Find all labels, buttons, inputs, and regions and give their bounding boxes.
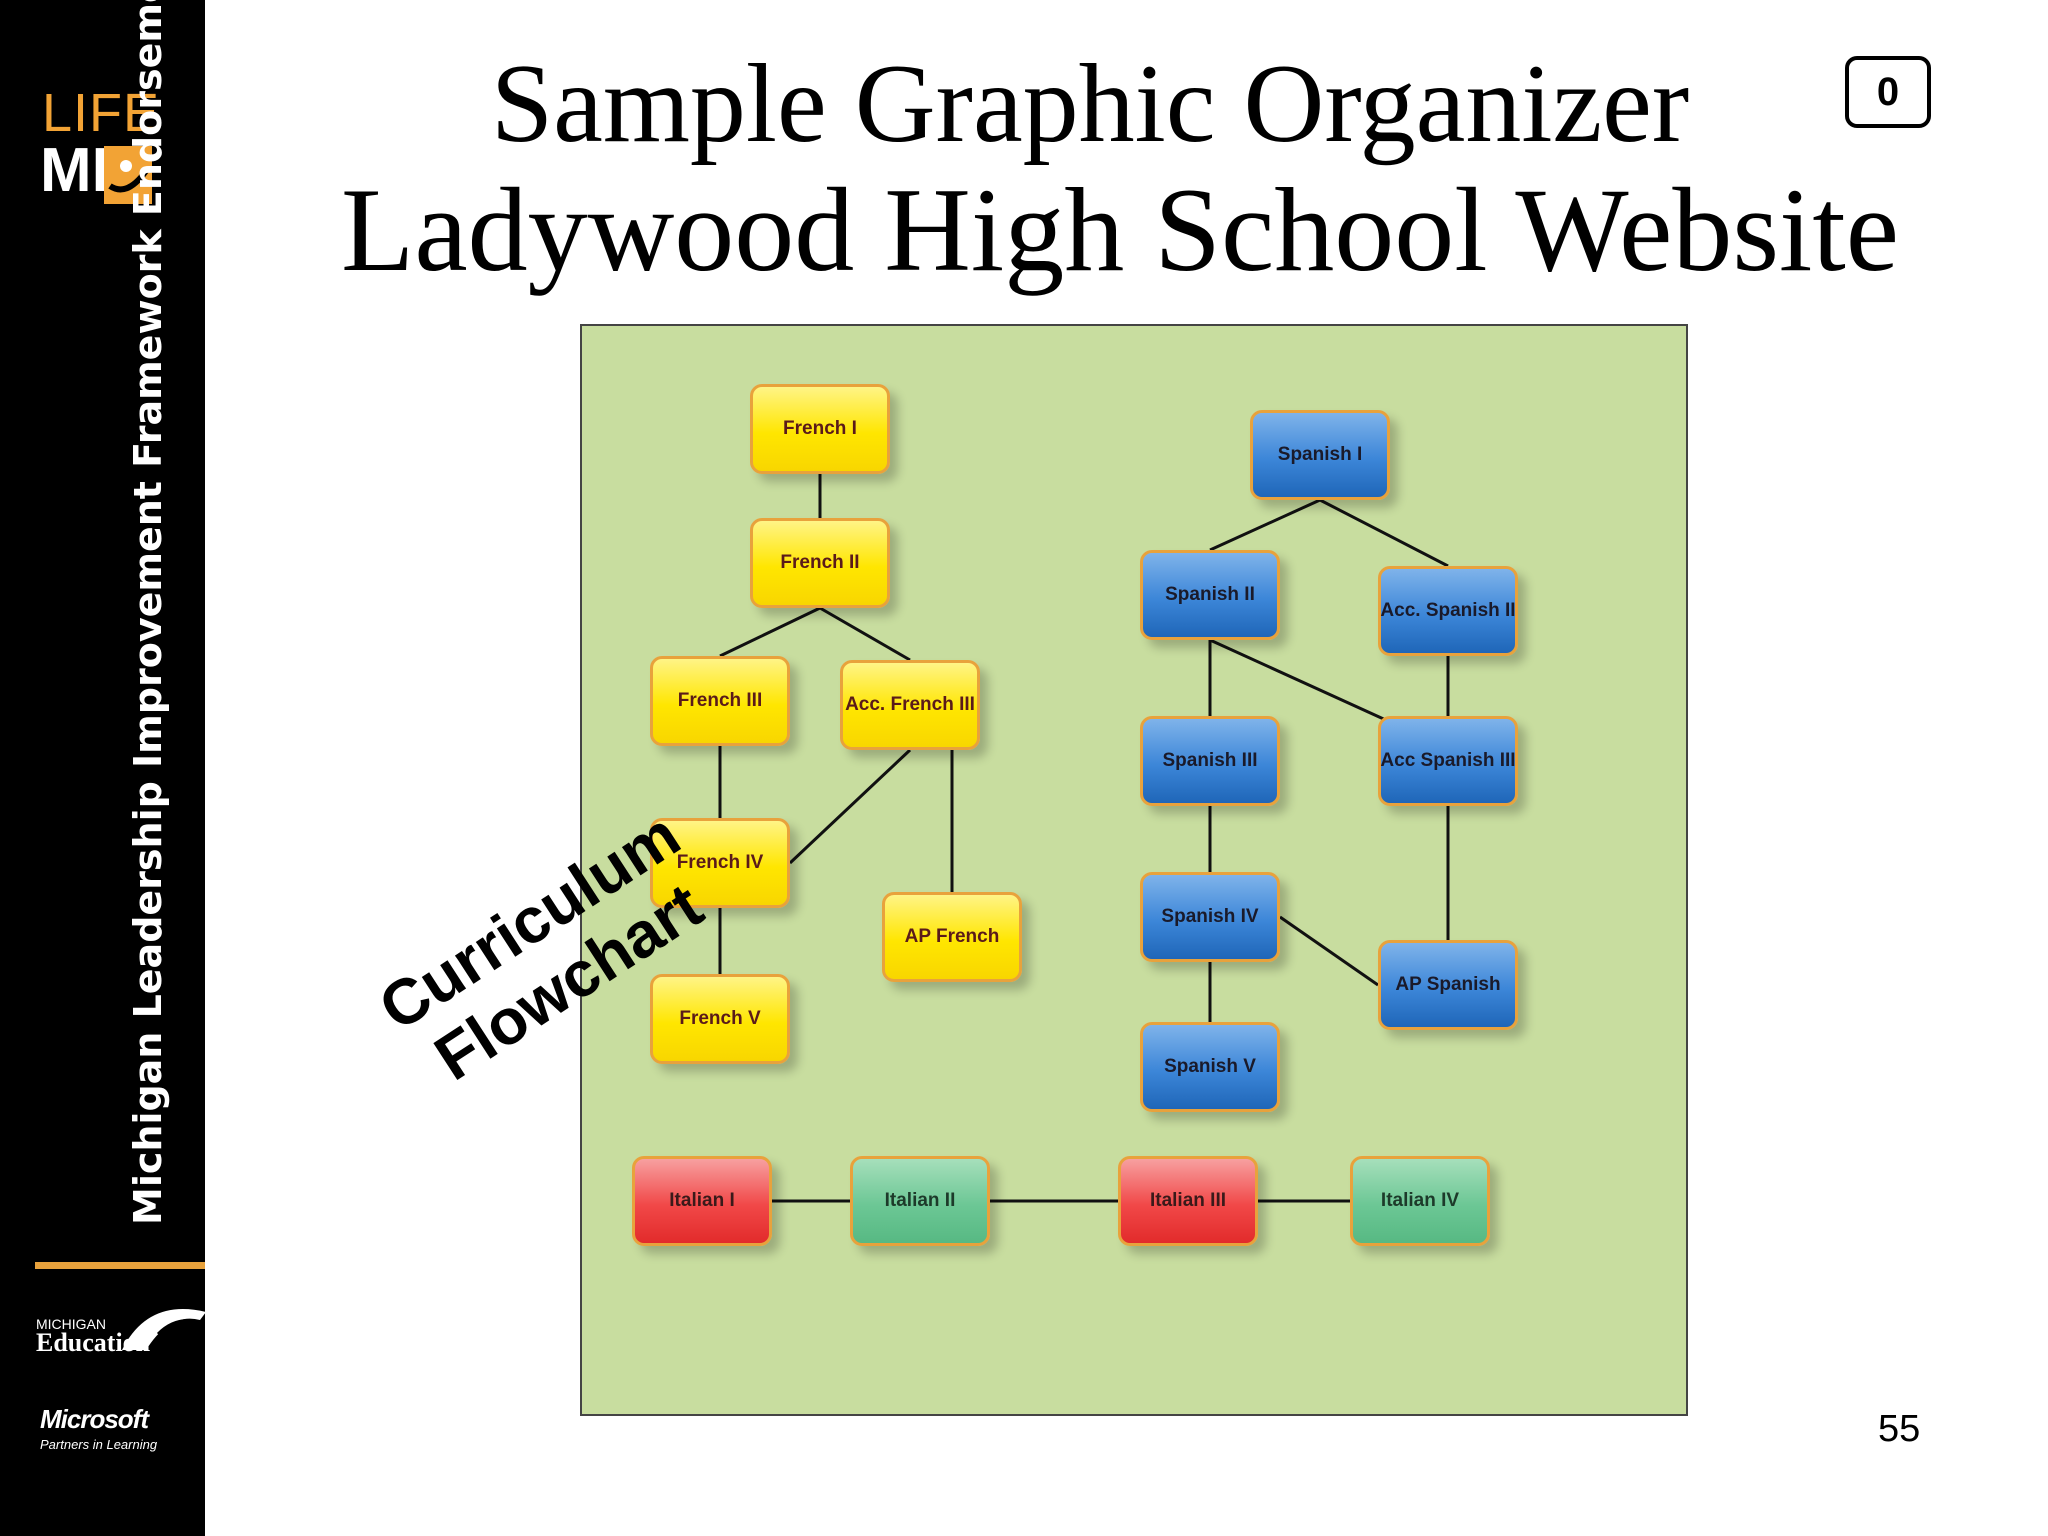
node-italian2: Italian II <box>850 1156 990 1246</box>
node-accspanish3: Acc Spanish III <box>1378 716 1518 806</box>
slide-title-line1: Sample Graphic Organizer <box>490 42 1690 166</box>
page-number: 55 <box>1878 1408 1921 1450</box>
node-french2: French II <box>750 518 890 608</box>
curriculum-flowchart: French I French II French III Acc. French I… <box>580 324 1688 1416</box>
node-french4: French IV <box>650 818 790 908</box>
node-italian1: Italian I <box>632 1156 772 1246</box>
sidebar-divider <box>35 1262 205 1269</box>
comment-count: 0 <box>1876 69 1900 114</box>
logo-mi-text: MI <box>40 136 109 205</box>
flowchart-connectors <box>718 474 1450 1203</box>
node-french5: French V <box>650 974 790 1064</box>
connector-accfrench3-french4 <box>788 748 912 865</box>
node-spanish3: Spanish III <box>1140 716 1280 806</box>
microsoft-logo-text: Microsoft <box>40 1404 149 1434</box>
mde-logo: MICHIGAN Education <box>36 1309 206 1358</box>
node-apspanish: AP Spanish <box>1378 940 1518 1030</box>
connector-french2-french3 <box>719 606 821 658</box>
mde-bird-icon <box>122 1309 206 1350</box>
node-apfrench: AP French <box>882 892 1022 982</box>
connector-spanish1-spanish2 <box>1209 498 1321 552</box>
logo-life-text: LIFE <box>42 83 161 143</box>
slide-title-line2: Ladywood High School Website <box>341 163 1899 296</box>
node-spanish1: Spanish I <box>1250 410 1390 500</box>
node-spanish2: Spanish II <box>1140 550 1280 640</box>
connector-spanish4-apspanish <box>1279 915 1379 987</box>
connector-spanish2-accspanish3 <box>1209 638 1389 723</box>
logo-figure-icon <box>104 146 152 204</box>
node-accfrench3: Acc. French III <box>840 660 980 750</box>
sidebar: LIFE MI Michigan Leadership Improvement … <box>0 0 206 1536</box>
node-spanish4: Spanish IV <box>1140 872 1280 962</box>
microsoft-tagline: Partners in Learning <box>40 1437 158 1452</box>
mde-logo-small-text: MICHIGAN <box>36 1316 106 1332</box>
node-italian4: Italian IV <box>1350 1156 1490 1246</box>
node-spanish5: Spanish V <box>1140 1022 1280 1112</box>
microsoft-logo: Microsoft Partners in Learning <box>40 1404 157 1452</box>
node-french3: French III <box>650 656 790 746</box>
comment-count-button[interactable]: 0 <box>1845 56 1931 128</box>
node-accspanish2: Acc. Spanish II <box>1378 566 1518 656</box>
node-french1: French I <box>750 384 890 474</box>
sidebar-vertical-title: Michigan Leadership Improvement Framewor… <box>126 0 170 1225</box>
node-italian3: Italian III <box>1118 1156 1258 1246</box>
connector-french2-accfrench3 <box>819 606 911 662</box>
connector-spanish1-accspanish2 <box>1319 498 1449 568</box>
